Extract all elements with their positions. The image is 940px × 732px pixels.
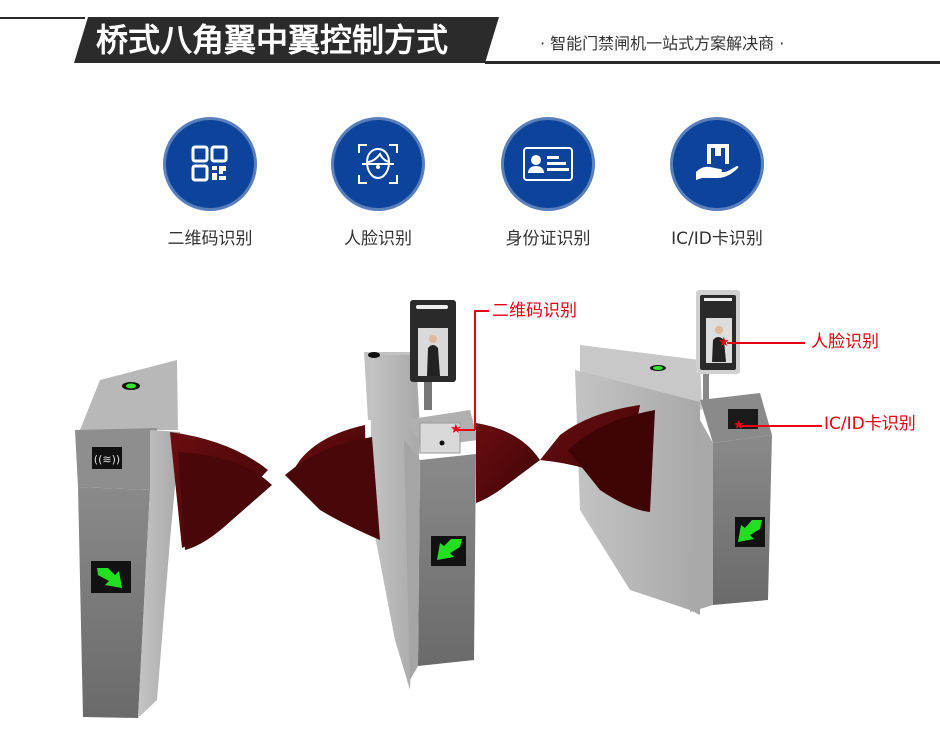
face-scan-icon [331,117,425,211]
page-subtitle: · 智能门禁闸机一站式方案解决商 · [540,34,785,53]
marker-star-face: ★ [718,335,730,350]
feature-ic-card: IC/ID卡识别 [652,117,782,251]
marker-star-card: ★ [733,418,745,433]
qr-code-icon [163,117,257,211]
feature-label: 身份证识别 [505,229,591,249]
svg-text:((≋)): ((≋)) [94,453,120,466]
turnstile-drawing: ((≋)) [75,290,772,718]
feature-qr-code: 二维码识别 [145,117,275,251]
feature-label: 人脸识别 [344,229,412,249]
feature-face: 人脸识别 [313,117,443,251]
callout-leader-qr [458,429,475,431]
id-card-icon [501,117,595,211]
marker-star-qr: ★ [450,422,462,437]
callout-leader-qr [474,310,476,430]
callout-label-card: IC/ID卡识别 [824,414,916,434]
hand-card-icon [670,117,764,211]
callout-leader-qr [475,310,489,312]
callout-label-face: 人脸识别 [811,332,879,352]
page-title: 桥式八角翼中翼控制方式 [96,21,449,59]
header-rule-right [485,61,940,64]
feature-label: 二维码识别 [167,229,253,249]
callout-leader-card [742,425,822,427]
turnstile-illustration: ((≋)) [0,270,940,732]
callout-leader-face [727,342,805,344]
feature-id-card: 身份证识别 [483,117,613,251]
callout-label-qr: 二维码识别 [492,301,577,321]
feature-label: IC/ID卡识别 [671,229,763,249]
header-rule-left [0,17,85,19]
header-title-banner [74,17,499,63]
